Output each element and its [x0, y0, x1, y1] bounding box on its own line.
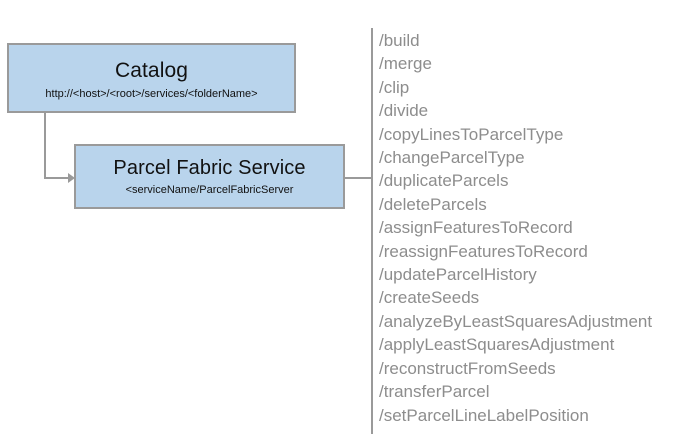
operation-list-item[interactable]: /updateParcelHistory — [379, 265, 537, 285]
operation-list-item[interactable]: /createSeeds — [379, 288, 480, 308]
operation-list-item[interactable]: /divide — [379, 101, 429, 121]
node-parcel-fabric-service-title: Parcel Fabric Service — [113, 157, 306, 179]
connector-catalog-vertical — [44, 113, 46, 179]
node-catalog[interactable]: Catalog http://<host>/<root>/services/<f… — [7, 43, 296, 113]
operation-list-item[interactable]: /reassignFeaturesToRecord — [379, 241, 588, 261]
operation-list-item[interactable]: /setParcelLineLabelPosition — [379, 405, 589, 425]
operation-list-item[interactable]: /duplicateParcels — [379, 171, 509, 191]
connector-service-to-operations — [345, 177, 373, 179]
operation-list-item[interactable]: /clip — [379, 77, 410, 97]
node-catalog-title: Catalog — [114, 58, 189, 82]
arrow-right-icon — [68, 173, 75, 183]
operation-list-item[interactable]: /assignFeaturesToRecord — [379, 218, 573, 238]
operations-rail-divider — [371, 28, 373, 434]
operation-list-item[interactable]: /deleteParcels — [379, 194, 487, 214]
operation-list-item[interactable]: /applyLeastSquaresAdjustment — [379, 335, 615, 355]
operation-list-item[interactable]: /copyLinesToParcelType — [379, 124, 564, 144]
operation-list-item[interactable]: /merge — [379, 54, 432, 74]
operations-list: /build/merge/clip/divide/copyLinesToParc… — [379, 29, 679, 427]
operation-list-item[interactable]: /reconstructFromSeeds — [379, 358, 556, 378]
connector-catalog-horizontal — [44, 177, 70, 179]
operation-list-item[interactable]: /changeParcelType — [379, 148, 525, 168]
node-parcel-fabric-service-path: <serviceName/ParcelFabricServer — [125, 184, 294, 196]
node-catalog-url: http://<host>/<root>/services/<folderNam… — [45, 87, 258, 100]
operation-list-item[interactable]: /analyzeByLeastSquaresAdjustment — [379, 311, 653, 331]
node-parcel-fabric-service[interactable]: Parcel Fabric Service <serviceName/Parce… — [74, 144, 345, 209]
operation-list-item[interactable]: /transferParcel — [379, 382, 490, 402]
operation-list-item[interactable]: /build — [379, 31, 420, 50]
